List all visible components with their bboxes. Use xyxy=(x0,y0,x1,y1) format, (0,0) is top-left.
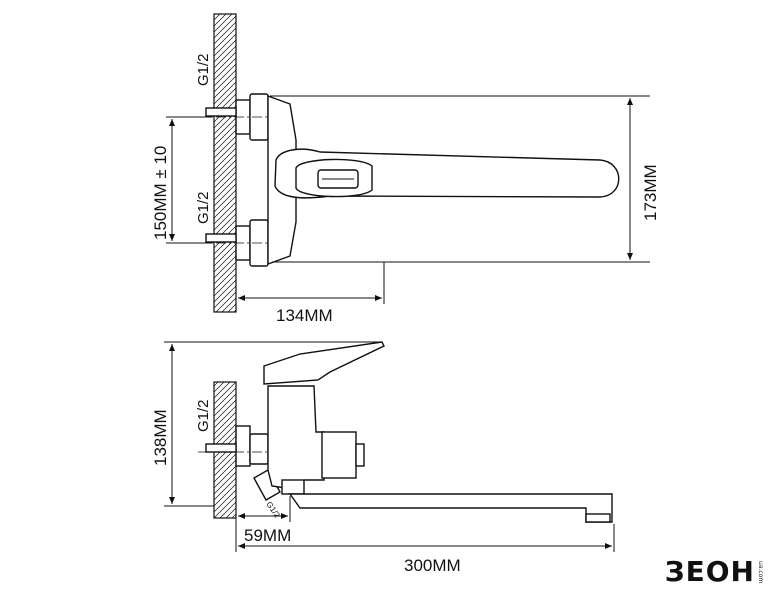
dim-300mm-label: 300MM xyxy=(404,556,461,575)
dim-59mm-label: 59MM xyxy=(244,526,291,545)
dim-134mm: 134MM xyxy=(238,262,385,325)
dim-134mm-label: 134MM xyxy=(276,306,333,325)
eccentric-fitting xyxy=(253,469,281,501)
logo-text: ЗЕОН xyxy=(664,555,755,588)
thread-label-top-upper: G1/2 xyxy=(195,53,212,86)
thread-label-side: G1/2 xyxy=(195,399,212,432)
logo-subtext: ua.com xyxy=(757,560,764,584)
top-view: 173MM 150MM ± 10 G1/2 G1/2 134MM xyxy=(151,13,660,325)
brand-logo: ЗЕОН ua.com xyxy=(665,558,764,586)
wall-top-view xyxy=(213,13,237,313)
dim-138mm-label: 138MM xyxy=(151,409,170,466)
dim-59mm: 59MM xyxy=(238,496,291,545)
dim-173mm-label: 173MM xyxy=(641,164,660,221)
dim-150mm-label: 150MM ± 10 xyxy=(151,146,170,240)
dim-150mm: 150MM ± 10 xyxy=(151,116,212,244)
side-view: 138MM G1/2 G1/2 59MM 300MM xyxy=(151,341,615,575)
mixer-body-side xyxy=(267,385,325,491)
handle-lever-side xyxy=(263,341,385,385)
dim-138mm: 138MM xyxy=(151,341,382,507)
thread-label-eccentric: G1/2 xyxy=(264,500,282,520)
thread-label-top-lower: G1/2 xyxy=(195,191,212,224)
spout xyxy=(288,493,613,523)
dim-300mm: 300MM xyxy=(235,518,615,575)
dim-173mm: 173MM xyxy=(270,95,660,263)
